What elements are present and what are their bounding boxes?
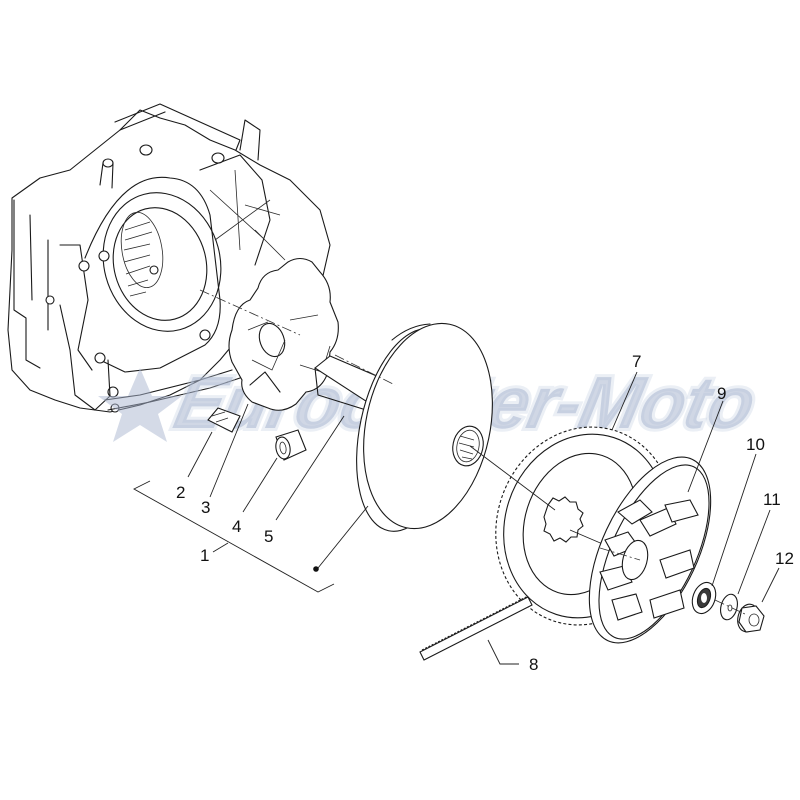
leader-lines xyxy=(187,371,780,665)
part-4-roller xyxy=(275,429,307,461)
part-9-fan-pulley xyxy=(588,456,712,644)
group-bracket xyxy=(133,480,335,593)
movable-half-pulley xyxy=(356,322,493,532)
part-8-drive-belt xyxy=(419,595,533,661)
callout-1: 1 xyxy=(200,546,209,565)
callout-11: 11 xyxy=(763,490,781,509)
callout-7: 7 xyxy=(632,352,641,371)
callout-4: 4 xyxy=(232,517,241,536)
callout-3: 3 xyxy=(201,498,210,517)
star-icon xyxy=(98,368,182,442)
part-2-slider xyxy=(207,407,241,433)
callout-5: 5 xyxy=(264,527,273,546)
crankcase-housing xyxy=(7,103,331,413)
assembly-dot xyxy=(313,566,319,572)
callout-10: 10 xyxy=(746,435,765,454)
part-11-washer xyxy=(720,593,738,621)
part-3-roller-guide-plate xyxy=(228,257,339,411)
callout-labels: 2 3 4 5 1 7 8 9 10 11 12 xyxy=(176,352,794,674)
part-12-flange-nut xyxy=(737,603,765,633)
callout-9: 9 xyxy=(717,384,726,403)
callout-8: 8 xyxy=(529,655,538,674)
callout-12: 12 xyxy=(775,549,794,568)
callout-2: 2 xyxy=(176,483,185,502)
part-10-one-way-clutch xyxy=(691,581,717,615)
